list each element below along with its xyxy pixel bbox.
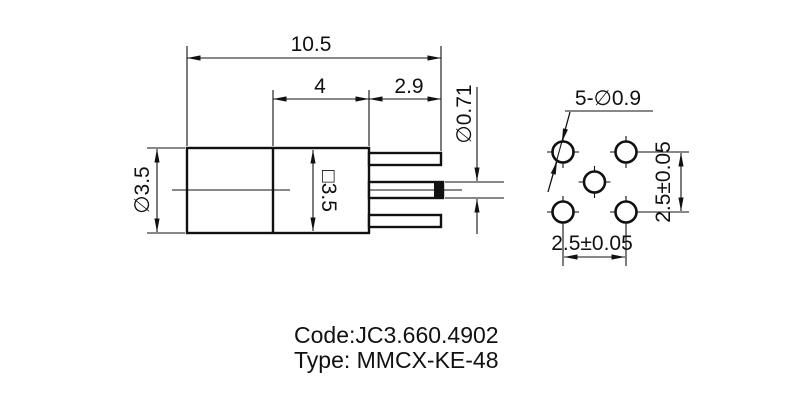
dim-text-body-diameter: ∅3.5 <box>131 166 154 214</box>
pin-bottom <box>367 213 443 229</box>
hole-top-left <box>551 140 575 164</box>
dim-text-row-pitch: 2.5±0.05 <box>652 141 675 223</box>
pin-top <box>367 151 443 167</box>
title-type-line: Type: MMCX-KE-48 <box>294 347 499 373</box>
dim-text-body-square: □3.5 <box>317 170 340 212</box>
dim-text-overall-length: 10.5 <box>291 33 332 56</box>
dim-text-hole-callout: 5-∅0.9 <box>575 87 641 110</box>
hole-bottom-right <box>614 200 638 224</box>
title-code-line: Code:JC3.660.4902 <box>294 322 499 348</box>
hole-bottom-left <box>551 200 575 224</box>
hole-top-right <box>614 140 638 164</box>
leader-arrow-upper <box>561 111 571 143</box>
leader-arrow-lower <box>547 160 558 193</box>
dim-text-pin-diameter: ∅0.71 <box>453 84 476 143</box>
dim-text-pin-length: 2.9 <box>394 75 423 98</box>
hole-center <box>582 170 607 194</box>
dim-text-col-pitch: 2.5±0.05 <box>551 232 633 255</box>
dim-text-body-section: 4 <box>314 75 326 98</box>
